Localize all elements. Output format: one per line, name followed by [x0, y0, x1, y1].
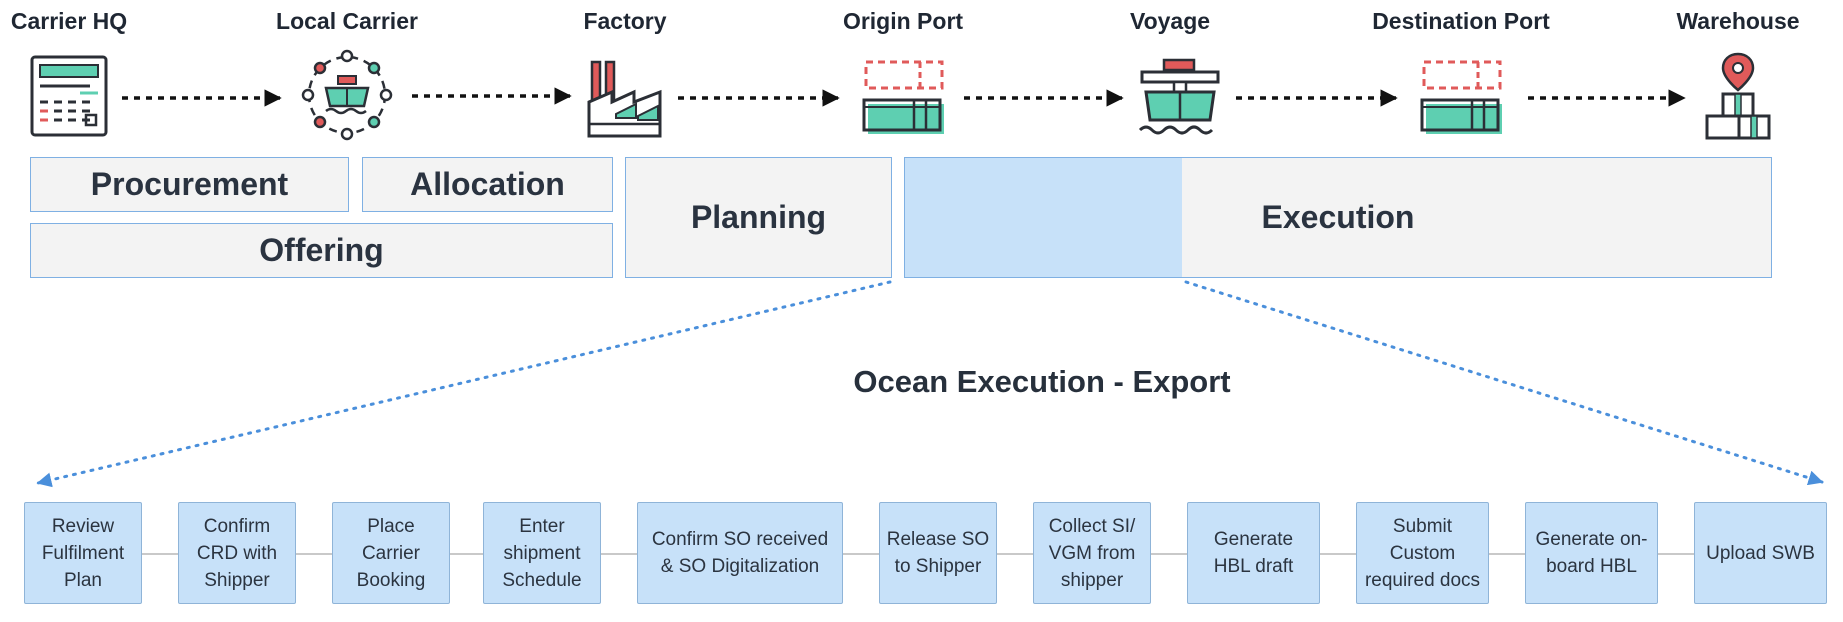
phase-offering-label: Offering: [259, 232, 384, 268]
detail-title: Ocean Execution - Export: [853, 364, 1231, 399]
phase-planning: Planning: [625, 157, 892, 278]
phase-execution-label: Execution: [1261, 199, 1415, 235]
stage-label-carrier-hq: Carrier HQ: [10, 8, 128, 34]
phase-offering: Offering: [30, 223, 613, 278]
stage-label-destination-port: Destination Port: [1372, 8, 1550, 34]
step-generate-onboard-hbl: Generate on- board HBL: [1525, 502, 1658, 604]
step-connector: [1489, 553, 1526, 555]
ship-icon: [1138, 58, 1220, 135]
step-generate-hbl-draft: Generate HBL draft: [1187, 502, 1320, 604]
stage-label-warehouse: Warehouse: [1676, 8, 1800, 34]
phase-allocation-label: Allocation: [410, 166, 565, 202]
stage-label-local-carrier: Local Carrier: [276, 8, 418, 34]
step-connector: [450, 553, 483, 555]
execution-highlight: [905, 158, 1182, 277]
phase-execution: Execution: [904, 157, 1772, 278]
step-connector: [1320, 553, 1357, 555]
step-enter-shipment-schedule: Enter shipment Schedule: [483, 502, 601, 604]
step-connector: [997, 553, 1034, 555]
step-connector: [601, 553, 638, 555]
stage-label-voyage: Voyage: [1129, 8, 1211, 34]
step-release-so: Release SO to Shipper: [879, 502, 997, 604]
container-icon: [1420, 60, 1502, 134]
zoom-line-left: [36, 280, 892, 488]
warehouse-pin-icon: [1705, 52, 1771, 140]
stage-label-factory: Factory: [583, 8, 667, 34]
step-upload-swb: Upload SWB: [1694, 502, 1827, 604]
step-place-carrier-booking: Place Carrier Booking: [332, 502, 450, 604]
phase-procurement: Procurement: [30, 157, 349, 212]
step-confirm-so-received: Confirm SO received & SO Digitalization: [637, 502, 843, 604]
step-submit-custom-docs: Submit Custom required docs: [1356, 502, 1489, 604]
phase-planning-label: Planning: [690, 199, 827, 235]
phase-allocation: Allocation: [362, 157, 613, 212]
zoom-line-right: [1184, 280, 1824, 486]
step-collect-si-vgm: Collect SI/ VGM from shipper: [1033, 502, 1151, 604]
step-connector: [1151, 553, 1188, 555]
ship-network-icon: [301, 49, 393, 141]
step-connector: [296, 553, 333, 555]
step-confirm-crd: Confirm CRD with Shipper: [178, 502, 296, 604]
ledger-icon: [30, 55, 108, 137]
stage-label-origin-port: Origin Port: [842, 8, 964, 34]
step-connector: [1658, 553, 1695, 555]
container-icon: [862, 60, 944, 134]
step-connector: [142, 553, 179, 555]
step-review-fulfilment-plan: Review Fulfilment Plan: [24, 502, 142, 604]
step-connector: [843, 553, 880, 555]
phase-procurement-label: Procurement: [90, 166, 289, 202]
factory-icon: [587, 60, 662, 138]
